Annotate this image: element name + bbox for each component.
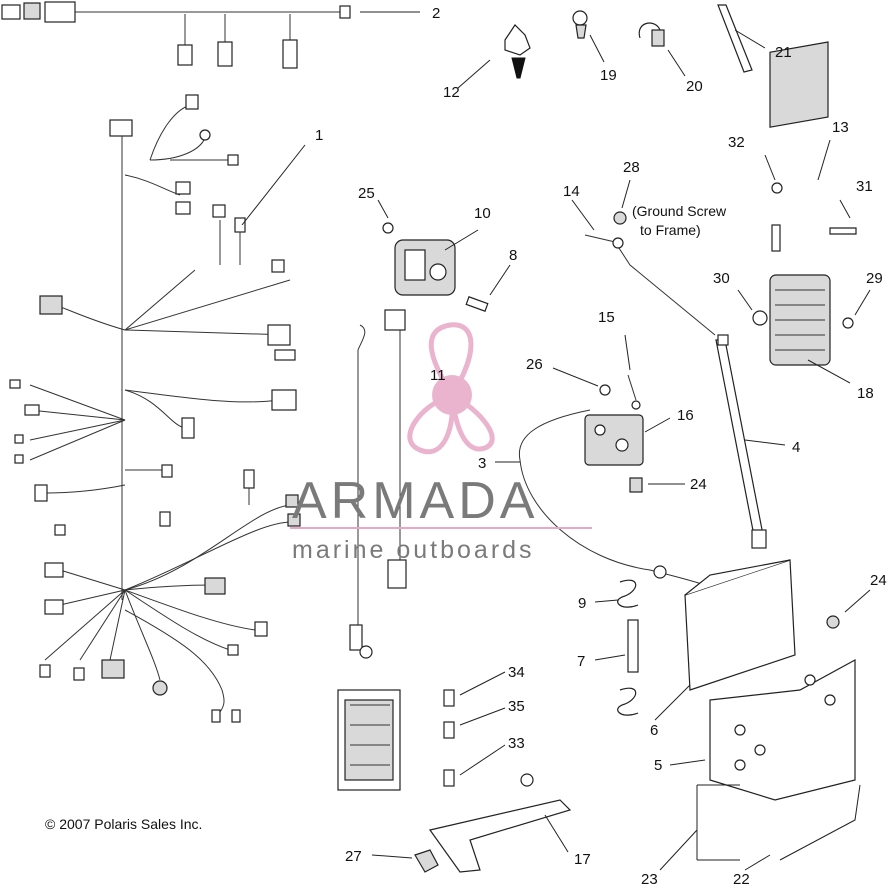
part-8 bbox=[465, 264, 511, 312]
callout-27: 27 bbox=[345, 848, 362, 865]
callout-9: 9 bbox=[578, 595, 586, 612]
callout-10: 10 bbox=[474, 205, 491, 222]
part-3-cable bbox=[495, 409, 706, 586]
callout-35: 35 bbox=[508, 698, 525, 715]
callout-24-a: 24 bbox=[690, 476, 707, 493]
callout-6: 6 bbox=[650, 722, 658, 739]
part-16-solenoid bbox=[584, 414, 671, 466]
part-20 bbox=[638, 22, 686, 77]
callout-24-b: 24 bbox=[870, 572, 887, 589]
callout-labels: 1 2 3 4 5 6 7 8 9 10 11 12 13 14 15 16 1… bbox=[315, 5, 887, 888]
callout-31: 31 bbox=[856, 178, 873, 195]
ground-screw-note: (Ground Screw to Frame) bbox=[632, 203, 727, 238]
callout-1: 1 bbox=[315, 127, 323, 144]
part-21 bbox=[717, 4, 766, 73]
callout-18: 18 bbox=[857, 385, 874, 402]
part-9 bbox=[594, 579, 639, 608]
fuse-box bbox=[337, 671, 506, 791]
callout-16: 16 bbox=[677, 407, 694, 424]
part-5-tray bbox=[669, 658, 856, 801]
callout-23: 23 bbox=[641, 871, 658, 888]
callout-12: 12 bbox=[443, 84, 460, 101]
callout-25: 25 bbox=[358, 185, 375, 202]
watermark-title: ARMADA bbox=[292, 472, 538, 530]
callout-8: 8 bbox=[509, 247, 517, 264]
callout-14: 14 bbox=[563, 183, 580, 200]
part-7 bbox=[594, 619, 639, 673]
part-22-23-bracket bbox=[659, 784, 861, 871]
callout-2: 2 bbox=[432, 5, 440, 22]
part-28 bbox=[613, 179, 631, 225]
part-2-harness bbox=[1, 1, 420, 69]
callout-17: 17 bbox=[574, 851, 591, 868]
part-6-battery bbox=[654, 559, 796, 721]
callout-15: 15 bbox=[598, 309, 615, 326]
part-24-b bbox=[826, 589, 871, 629]
part-26 bbox=[552, 367, 611, 396]
copyright-text: © 2007 Polaris Sales Inc. bbox=[45, 816, 202, 832]
part-24-a bbox=[629, 477, 685, 493]
part-11-cable bbox=[349, 309, 407, 659]
part-15 bbox=[624, 334, 641, 410]
part-12 bbox=[457, 24, 531, 89]
ground-screw-note-line-2: to Frame) bbox=[640, 222, 701, 238]
watermark-text: ARMADA marine outboards bbox=[290, 472, 592, 564]
part-9b bbox=[617, 687, 639, 716]
callout-7: 7 bbox=[577, 653, 585, 670]
part-13-module bbox=[764, 41, 857, 252]
part-10-solenoid bbox=[377, 199, 479, 296]
callout-13: 13 bbox=[832, 119, 849, 136]
callout-26: 26 bbox=[526, 356, 543, 373]
callout-19: 19 bbox=[600, 67, 617, 84]
part-1-main-harness bbox=[9, 94, 306, 723]
callout-28: 28 bbox=[623, 159, 640, 176]
callout-11: 11 bbox=[430, 367, 446, 384]
part-29 bbox=[842, 289, 871, 329]
part-30 bbox=[737, 289, 768, 326]
watermark-logo bbox=[407, 322, 495, 455]
callout-29: 29 bbox=[866, 270, 883, 287]
callout-32: 32 bbox=[728, 134, 745, 151]
callout-5: 5 bbox=[654, 757, 662, 774]
callout-4: 4 bbox=[792, 439, 800, 456]
callout-20: 20 bbox=[686, 78, 703, 95]
callout-33: 33 bbox=[508, 735, 525, 752]
callout-3: 3 bbox=[478, 455, 486, 472]
part-4-cable bbox=[715, 334, 786, 549]
part-19 bbox=[572, 10, 605, 63]
callout-30: 30 bbox=[713, 270, 730, 287]
watermark-subtitle: marine outboards bbox=[292, 536, 535, 564]
callout-21: 21 bbox=[775, 44, 792, 61]
ground-screw-note-line-1: (Ground Screw bbox=[632, 203, 727, 219]
part-18-regulator bbox=[769, 274, 851, 384]
callout-34: 34 bbox=[508, 664, 525, 681]
propeller-icon bbox=[407, 322, 495, 455]
part-14 bbox=[571, 199, 716, 336]
callout-22: 22 bbox=[733, 871, 750, 888]
part-17-bracket bbox=[371, 773, 572, 873]
